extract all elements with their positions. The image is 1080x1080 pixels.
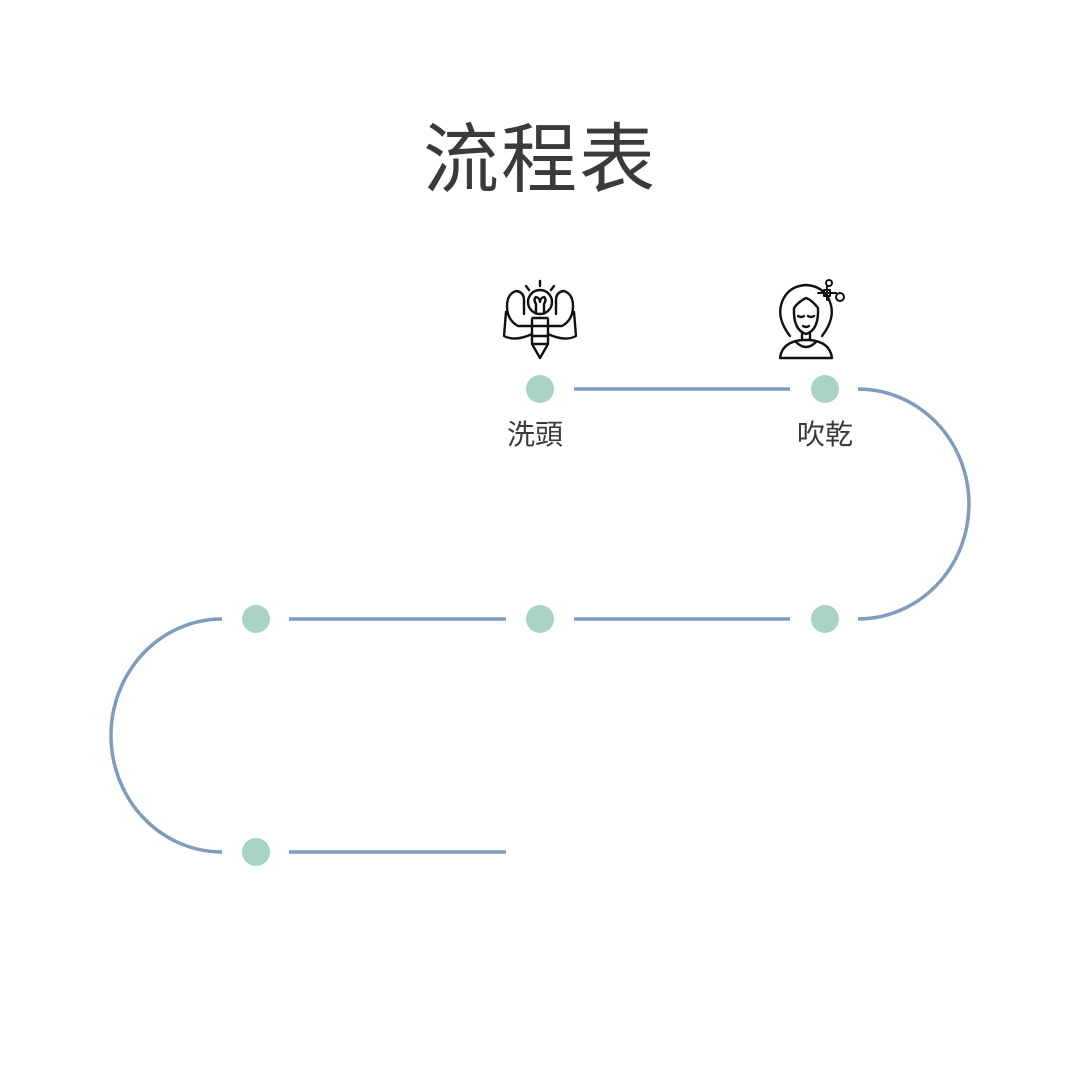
flow-path xyxy=(109,387,971,854)
step-label-1: 洗頭 xyxy=(507,418,563,451)
lightbulb-strong-arms-pencil-icon xyxy=(502,279,578,360)
woman-face-sparkle-icon xyxy=(778,279,845,360)
step-node-1 xyxy=(526,375,554,403)
step-node-3 xyxy=(811,605,839,633)
step-node-2 xyxy=(811,375,839,403)
page-title: 流程表 xyxy=(423,115,657,204)
step-node-5 xyxy=(242,605,270,633)
flow-nodes xyxy=(242,375,839,866)
connector-2-3-curve xyxy=(857,387,971,621)
step-node-6 xyxy=(242,838,270,866)
connector-5-6-curve xyxy=(109,617,223,854)
step-label-2: 吹乾 xyxy=(797,418,853,451)
step-node-4 xyxy=(526,605,554,633)
